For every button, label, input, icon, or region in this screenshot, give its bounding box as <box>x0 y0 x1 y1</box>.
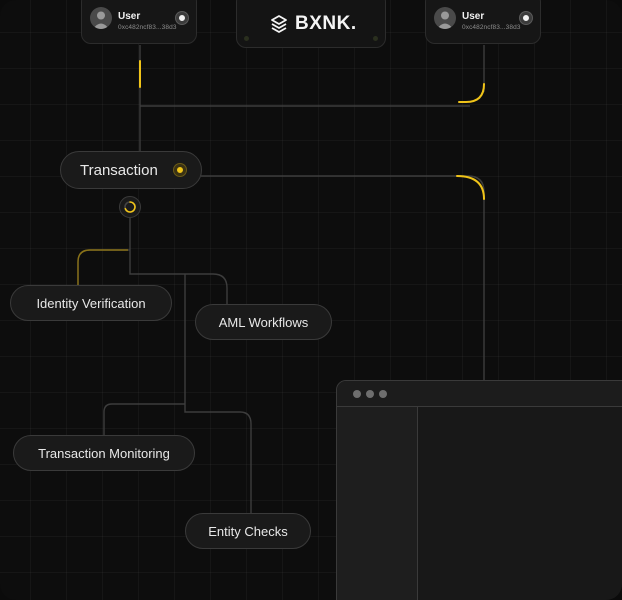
connector-transaction-right <box>201 175 485 382</box>
app-window-preview <box>336 380 622 600</box>
user-address: 0xc482ncf83...38d3 <box>118 24 177 31</box>
status-dot-icon <box>174 164 186 176</box>
transaction-monitoring-label: Transaction Monitoring <box>38 445 170 461</box>
transaction-node[interactable]: Transaction <box>60 151 202 189</box>
user-avatar-icon <box>90 7 112 29</box>
user-label: User <box>462 11 485 22</box>
identity-verification-node[interactable]: Identity Verification <box>10 285 172 321</box>
window-dot-icon <box>379 390 387 398</box>
entity-checks-node[interactable]: Entity Checks <box>185 513 311 549</box>
connector-monitoring <box>103 403 185 436</box>
user-card-right[interactable]: User 0xc482ncf83...38d3 <box>425 0 541 44</box>
entity-checks-label: Entity Checks <box>208 523 288 539</box>
transaction-monitoring-node[interactable]: Transaction Monitoring <box>13 435 195 471</box>
brand-card: BXNK. <box>236 0 386 48</box>
card-dot <box>244 36 249 41</box>
window-dot-icon <box>366 390 374 398</box>
radio-indicator-icon[interactable] <box>520 12 532 24</box>
connector-main-trunk <box>184 274 252 514</box>
spinner-icon <box>119 196 141 218</box>
user-avatar-icon <box>434 7 456 29</box>
user-card-left[interactable]: User 0xc482ncf83...38d3 <box>81 0 197 44</box>
window-content <box>418 407 622 600</box>
aml-workflows-node[interactable]: AML Workflows <box>195 304 332 340</box>
highlight-identity-curve <box>77 249 128 286</box>
user-label: User <box>118 11 141 22</box>
radio-indicator-icon[interactable] <box>176 12 188 24</box>
brand-logo: BXNK. <box>269 13 357 35</box>
identity-verification-label: Identity Verification <box>36 295 146 311</box>
card-dot <box>373 36 378 41</box>
connector-spinner <box>129 218 228 304</box>
user-address: 0xc482ncf83...38d3 <box>462 24 521 31</box>
window-sidebar <box>337 407 418 600</box>
transaction-label: Transaction <box>80 161 158 179</box>
aml-workflows-label: AML Workflows <box>218 314 309 330</box>
window-titlebar <box>337 381 622 407</box>
window-dot-icon <box>353 390 361 398</box>
highlight-transaction-curve <box>456 175 485 200</box>
highlight-user-right <box>458 83 485 103</box>
brand-name: BXNK. <box>295 13 357 34</box>
bxnk-logo-icon <box>271 15 287 33</box>
connector-identity <box>77 249 130 286</box>
